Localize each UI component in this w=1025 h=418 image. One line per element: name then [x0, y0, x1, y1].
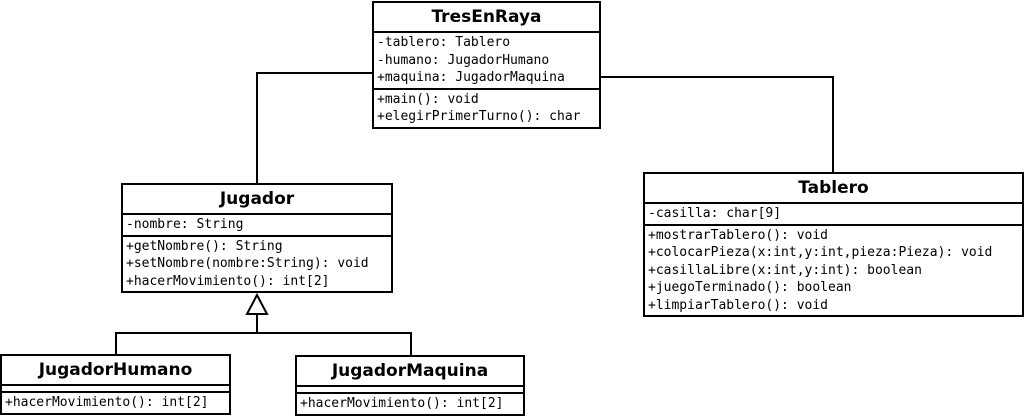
attribute: -nombre: String	[126, 217, 244, 232]
class-jugadormaquina[interactable]: JugadorMaquina +hacerMovimiento(): int[2…	[295, 355, 525, 416]
method: +main(): void	[377, 91, 479, 107]
association-tresenraya-tablero	[600, 76, 834, 174]
method: +limpiarTablero(): void	[648, 297, 829, 313]
attributes-section: -tablero: Tablero -humano: JugadorHumano…	[374, 31, 599, 88]
methods-section: +main(): void +elegirPrimerTurno(): char	[374, 87, 599, 127]
attributes-section	[297, 385, 523, 392]
method: +colocarPieza(x:int,y:int,pieza:Pieza): …	[648, 245, 993, 260]
method: +juegoTerminado(): boolean	[648, 280, 852, 295]
method: +hacerMovimiento(): int[2]	[300, 396, 504, 411]
attribute: -casilla: char[9]	[648, 206, 782, 221]
class-tablero[interactable]: Tablero -casilla: char[9] +mostrarTabler…	[643, 172, 1024, 317]
class-title: TresEnRaya	[431, 7, 542, 27]
method: +casillaLibre(x:int,y:int): boolean	[648, 262, 922, 278]
attribute: +maquina: JugadorMaquina	[377, 70, 565, 85]
class-title: Jugador	[219, 189, 295, 209]
class-title: Tablero	[798, 178, 869, 198]
method: +setNombre(nombre:String): void	[126, 256, 369, 271]
attribute: -humano: JugadorHumano	[377, 52, 550, 68]
attributes-section: -nombre: String	[123, 213, 391, 235]
class-jugador[interactable]: Jugador -nombre: String +getNombre(): St…	[121, 183, 393, 293]
attributes-section: -casilla: char[9]	[645, 202, 1022, 224]
class-tresenraya[interactable]: TresEnRaya -tablero: Tablero -humano: Ju…	[372, 1, 601, 129]
attribute: -tablero: Tablero	[377, 35, 511, 50]
generalization-jugadormaquina	[257, 332, 412, 356]
method: +mostrarTablero(): void	[648, 227, 829, 243]
attributes-section	[2, 384, 229, 391]
generalization-jugadorhumano	[115, 314, 258, 355]
method: +getNombre(): String	[126, 238, 283, 254]
inheritance-arrow-icon	[245, 292, 269, 315]
class-title: JugadorHumano	[38, 360, 193, 380]
methods-section: +hacerMovimiento(): int[2]	[297, 392, 523, 414]
methods-section: +mostrarTablero(): void +colocarPieza(x:…	[645, 223, 1022, 316]
method: +hacerMovimiento(): int[2]	[126, 273, 330, 289]
class-jugadorhumano[interactable]: JugadorHumano +hacerMovimiento(): int[2]	[0, 354, 231, 415]
methods-section: +getNombre(): String +setNombre(nombre:S…	[123, 234, 391, 292]
methods-section: +hacerMovimiento(): int[2]	[2, 391, 229, 413]
method: +elegirPrimerTurno(): char	[377, 109, 581, 124]
association-tresenraya-jugador	[256, 72, 373, 184]
method: +hacerMovimiento(): int[2]	[5, 395, 209, 410]
class-title: JugadorMaquina	[331, 361, 489, 381]
